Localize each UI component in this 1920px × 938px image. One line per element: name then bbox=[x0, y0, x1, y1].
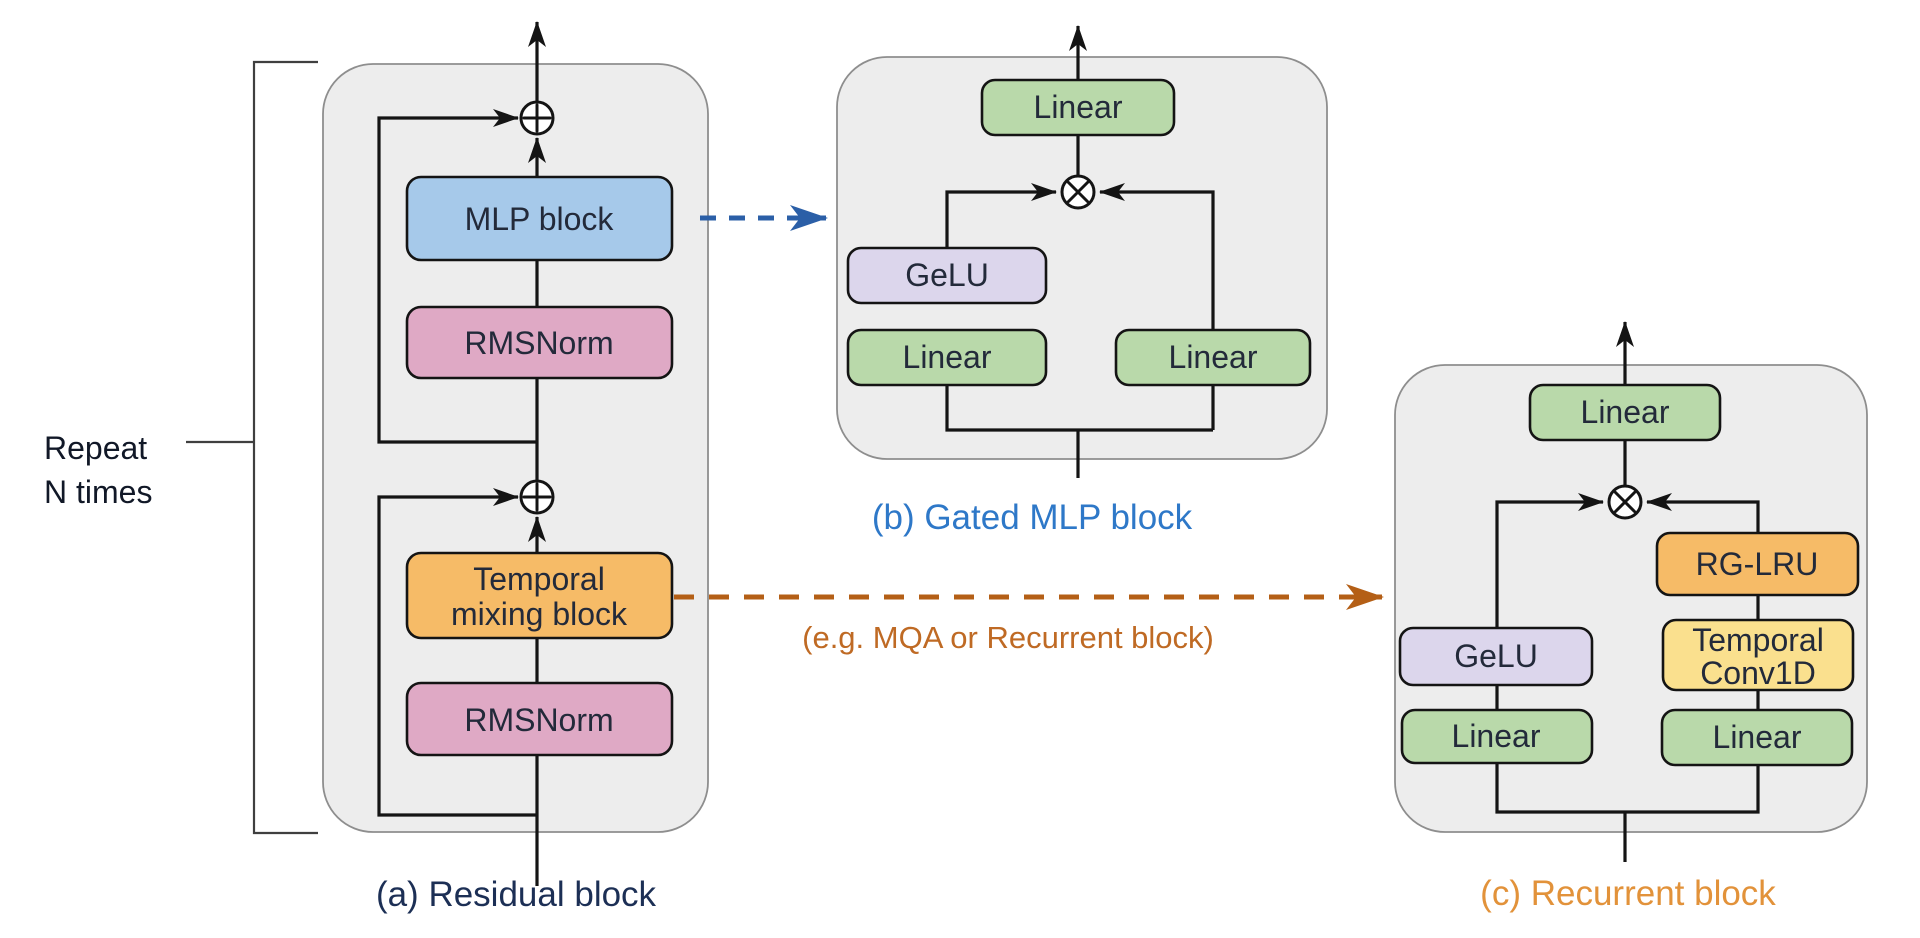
expansion-annotation: (e.g. MQA or Recurrent block) bbox=[802, 620, 1214, 655]
bottom-join-line-b bbox=[945, 385, 1213, 432]
add-operator-icon bbox=[519, 100, 555, 136]
rmsnorm-upper-box bbox=[405, 305, 674, 380]
skip-connection-lower bbox=[377, 488, 537, 817]
linear-left-box-c bbox=[1400, 708, 1594, 765]
repeat-label-line2: N times bbox=[44, 474, 152, 510]
rmsnorm-lower-box bbox=[405, 681, 674, 757]
gelu-label-c: GeLU bbox=[1454, 638, 1538, 674]
linear-left-box-b bbox=[846, 328, 1048, 387]
rg-lru-box bbox=[1655, 531, 1860, 597]
temporal-mixing-label-line2: mixing block bbox=[451, 596, 628, 632]
temporal-conv1d-label-line1: Temporal bbox=[1692, 622, 1824, 658]
recurrent-block-lines bbox=[1495, 321, 1760, 862]
add-operator-icon bbox=[519, 479, 555, 515]
linear-top-label-b: Linear bbox=[1034, 89, 1123, 125]
linear-top-box-c bbox=[1528, 383, 1722, 442]
mlp-block-box bbox=[405, 175, 674, 262]
bottom-join-line-c bbox=[1495, 763, 1760, 814]
rmsnorm-lower-label: RMSNorm bbox=[464, 702, 613, 738]
multiply-operator-icon bbox=[1060, 174, 1096, 210]
linear-right-label-b: Linear bbox=[1169, 339, 1258, 375]
caption-residual-block: (a) Residual block bbox=[376, 875, 657, 914]
temporal-conv1d-box bbox=[1661, 618, 1855, 692]
caption-gated-mlp-block: (b) Gated MLP block bbox=[872, 498, 1193, 537]
mlp-block-label: MLP block bbox=[465, 201, 615, 237]
right-branch-arrow-c bbox=[1646, 493, 1760, 533]
temporal-conv1d-label-line2: Conv1D bbox=[1700, 655, 1816, 691]
caption-recurrent-block: (c) Recurrent block bbox=[1480, 874, 1776, 913]
gelu-box-b bbox=[846, 246, 1048, 305]
linear-right-box-b bbox=[1114, 328, 1312, 387]
left-branch-arrow-b bbox=[945, 183, 1057, 248]
linear-left-label-c: Linear bbox=[1452, 718, 1541, 754]
linear-top-box-b bbox=[980, 78, 1176, 137]
temporal-mixing-box bbox=[405, 551, 674, 640]
repeat-bracket bbox=[252, 60, 318, 835]
temporal-mixing-label-line1: Temporal bbox=[473, 561, 605, 597]
left-branch-arrow-c bbox=[1495, 493, 1604, 628]
linear-top-label-c: Linear bbox=[1581, 394, 1670, 430]
rg-lru-label: RG-LRU bbox=[1696, 546, 1819, 582]
linear-right-box-c bbox=[1660, 708, 1854, 767]
repeat-label-line1: Repeat bbox=[44, 430, 147, 466]
residual-block-lines bbox=[377, 21, 546, 886]
gelu-box-c bbox=[1398, 626, 1594, 687]
skip-connection-upper bbox=[377, 109, 537, 444]
gelu-label-b: GeLU bbox=[905, 257, 989, 293]
linear-right-label-c: Linear bbox=[1713, 719, 1802, 755]
multiply-operator-icon bbox=[1607, 484, 1643, 520]
linear-left-label-b: Linear bbox=[903, 339, 992, 375]
rmsnorm-upper-label: RMSNorm bbox=[464, 325, 613, 361]
